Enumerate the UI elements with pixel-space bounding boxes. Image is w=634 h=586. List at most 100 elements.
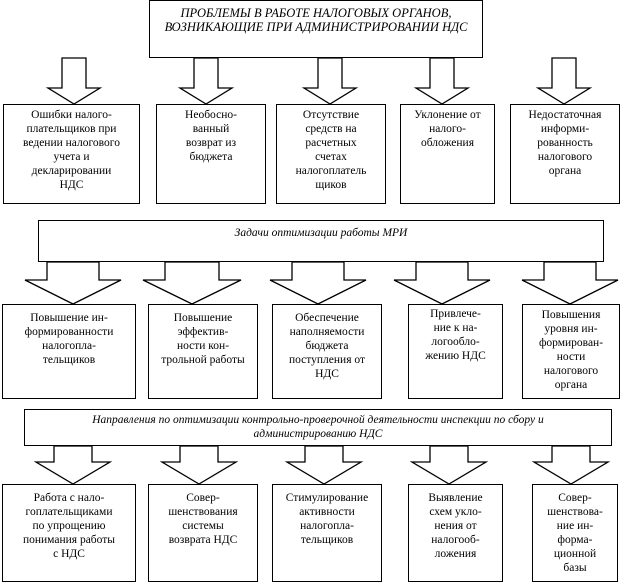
direction-3-line: активности	[299, 506, 355, 518]
arrow-dir-to-box-2	[159, 445, 239, 485]
task-3-line: НДС	[315, 368, 339, 380]
direction-1-line: Работа с нало-	[33, 492, 105, 504]
problem-3-line: счетах	[315, 151, 347, 163]
task-box-3: Обеспечение наполняемости бюджета поступ…	[272, 304, 382, 399]
arrow-tasks-to-box-4	[393, 261, 491, 305]
direction-3-line: налогопла-	[300, 520, 354, 532]
arrow-tasks-to-box-2	[142, 261, 242, 305]
task-2-line: ности кон-	[176, 340, 230, 352]
directions-bar-line-2: администрированию НДС	[253, 428, 383, 440]
task-1-line: Повышение ин-	[30, 312, 108, 324]
direction-1-line: по упрощению	[32, 520, 106, 532]
direction-5-line: Совер-	[558, 492, 592, 504]
task-5-line: органа	[554, 379, 588, 391]
problem-3-line: средств на	[305, 123, 357, 135]
direction-4-line: схем укло-	[429, 506, 482, 518]
direction-1-line: с НДС	[53, 548, 85, 560]
task-3-line: поступления от	[288, 354, 365, 366]
problem-2-line: возврат из	[185, 137, 237, 149]
task-1-line: формированности	[24, 326, 114, 338]
task-4-line: жению НДС	[425, 350, 486, 362]
direction-4-line: нения от	[434, 520, 477, 532]
direction-2-line: системы	[182, 520, 224, 532]
title-line-2: ВОЗНИКАЮЩИЕ ПРИ АДМИНИСТРИРОВАНИИ НДС	[164, 20, 468, 34]
task-5-line: ности	[556, 351, 586, 363]
problem-2-line: бюджета	[189, 151, 233, 163]
problem-box-2: Необосно- ванный возврат из бюджета	[156, 104, 266, 204]
arrow-tasks-to-box-3	[269, 261, 367, 305]
problem-1-line: плательщиков при	[26, 123, 117, 135]
task-1-line: налогопла-	[42, 340, 96, 352]
direction-5-line: ционной	[553, 548, 597, 560]
problem-4-line: Уклонение от	[414, 109, 481, 121]
problem-2-line: ванный	[192, 123, 230, 135]
problem-3-line: щиков	[315, 179, 347, 191]
problem-5-line: Недостаточная	[528, 109, 602, 121]
direction-4-line: налогооб-	[431, 534, 480, 546]
problem-5-line: налогового	[537, 151, 593, 163]
direction-box-2: Совер- шенствования системы возврата НДС	[148, 484, 258, 582]
direction-2-line: Совер-	[186, 492, 220, 504]
arrow-title-to-problem-4	[413, 57, 471, 105]
arrow-title-to-problem-1	[45, 57, 103, 105]
problem-box-5: Недостаточная информи- рованность налого…	[510, 104, 620, 204]
direction-3-line: тельщиков	[300, 534, 354, 546]
task-5-line: налогового	[543, 365, 599, 377]
problem-box-3: Отсутствие средств на расчетных счетах н…	[276, 104, 386, 204]
direction-5-line: шенствова-	[547, 506, 603, 518]
arrow-dir-to-box-3	[284, 445, 364, 485]
problem-2-line: Необосно-	[185, 109, 237, 121]
task-5-line: формирован-	[538, 337, 604, 349]
direction-box-3: Стимулирование активности налогопла- тел…	[272, 484, 382, 582]
direction-5-line: базы	[563, 562, 587, 574]
arrow-dir-to-box-1	[33, 445, 113, 485]
task-3-line: Обеспечение	[295, 312, 359, 324]
title-line-1: ПРОБЛЕМЫ В РАБОТЕ НАЛОГОВЫХ ОРГАНОВ,	[180, 6, 452, 20]
problem-1-line: Ошибки налого-	[31, 109, 112, 121]
direction-5-line: ние ин-	[556, 520, 594, 532]
directions-bar: Направления по оптимизации контрольно-пр…	[24, 409, 612, 446]
problem-3-line: расчетных	[305, 137, 357, 149]
direction-5-line: форма-	[557, 534, 593, 546]
task-box-4: Привлече- ние к на- логообло- жению НДС	[408, 304, 503, 399]
arrow-tasks-to-box-5	[521, 261, 619, 305]
arrow-dir-to-box-5	[531, 445, 611, 485]
problem-4-line: обложения	[420, 137, 474, 149]
tasks-bar-label: Задачи оптимизации работы МРИ	[234, 227, 408, 239]
problem-1-line: НДС	[59, 179, 84, 191]
direction-box-4: Выявление схем укло- нения от налогооб- …	[408, 484, 503, 582]
direction-4-line: Выявление	[428, 492, 483, 504]
arrow-title-to-problem-2	[177, 57, 235, 105]
task-3-line: наполняемости	[289, 326, 365, 338]
task-5-line: Повышения	[541, 309, 601, 321]
direction-2-line: шенствования	[168, 506, 238, 518]
task-1-line: тельщиков	[42, 354, 96, 366]
task-4-line: ние к на-	[433, 322, 478, 334]
problem-box-4: Уклонение от налого- обложения	[400, 104, 495, 204]
problem-3-line: Отсутствие	[302, 109, 360, 121]
task-3-line: бюджета	[305, 340, 349, 352]
task-box-1: Повышение ин- формированности налогопла-…	[2, 304, 136, 399]
arrow-title-to-problem-3	[301, 57, 359, 105]
problem-1-line: ведении налогового	[23, 137, 120, 149]
direction-1-line: понимания работы	[22, 534, 116, 546]
problem-1-line: декларировании	[31, 165, 112, 177]
direction-1-line: гоплательщиками	[25, 506, 113, 518]
direction-box-1: Работа с нало- гоплательщиками по упроще…	[2, 484, 136, 582]
problem-5-line: органа	[548, 165, 582, 177]
problem-3-line: налогоплатель	[295, 165, 367, 177]
arrow-tasks-to-box-1	[24, 261, 122, 305]
problem-box-1: Ошибки налого- плательщиков при ведении …	[3, 104, 140, 204]
problem-5-line: информи-	[540, 123, 590, 135]
tasks-bar: Задачи оптимизации работы МРИ	[38, 220, 604, 262]
task-4-line: Привлече-	[430, 308, 481, 320]
task-2-line: Повышение	[173, 312, 233, 324]
direction-2-line: возврата НДС	[168, 534, 238, 546]
diagram-title: ПРОБЛЕМЫ В РАБОТЕ НАЛОГОВЫХ ОРГАНОВ, ВОЗ…	[149, 0, 483, 58]
task-5-line: уровня ин-	[544, 323, 598, 335]
arrow-title-to-problem-5	[535, 57, 593, 105]
task-2-line: эффектив-	[177, 326, 229, 338]
task-2-line: трольной работы	[161, 354, 245, 366]
direction-box-5: Совер- шенствова- ние ин- форма- ционной…	[532, 484, 618, 582]
